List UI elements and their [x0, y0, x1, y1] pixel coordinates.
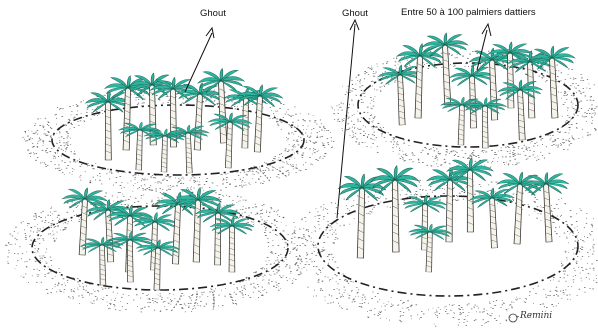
date-palm-icon — [403, 195, 447, 251]
date-palm-icon — [463, 97, 507, 148]
date-palm-icon — [166, 124, 210, 173]
label-palm-count: Entre 50 à 100 palmiers dattiers — [401, 7, 536, 18]
date-palm-icon — [407, 223, 451, 272]
date-palm-icon — [174, 82, 223, 151]
date-palm-icon — [135, 239, 180, 291]
date-palm-icon — [80, 236, 124, 285]
label-ghout-right: Ghout — [342, 8, 368, 19]
date-palm-icon — [85, 198, 133, 263]
date-palm-icon — [469, 187, 517, 249]
copyright-icon — [509, 314, 517, 322]
ghout-boundary-top-left — [52, 105, 304, 175]
artist-signature: Remini — [520, 311, 552, 321]
date-palm-icon — [528, 45, 578, 119]
date-palm-icon — [449, 65, 496, 129]
date-palm-icon — [143, 128, 186, 172]
date-palm-icon — [108, 231, 152, 282]
label-ghout-left: Ghout — [200, 8, 226, 19]
date-palm-icon — [337, 173, 386, 258]
date-palm-icon — [371, 165, 420, 252]
